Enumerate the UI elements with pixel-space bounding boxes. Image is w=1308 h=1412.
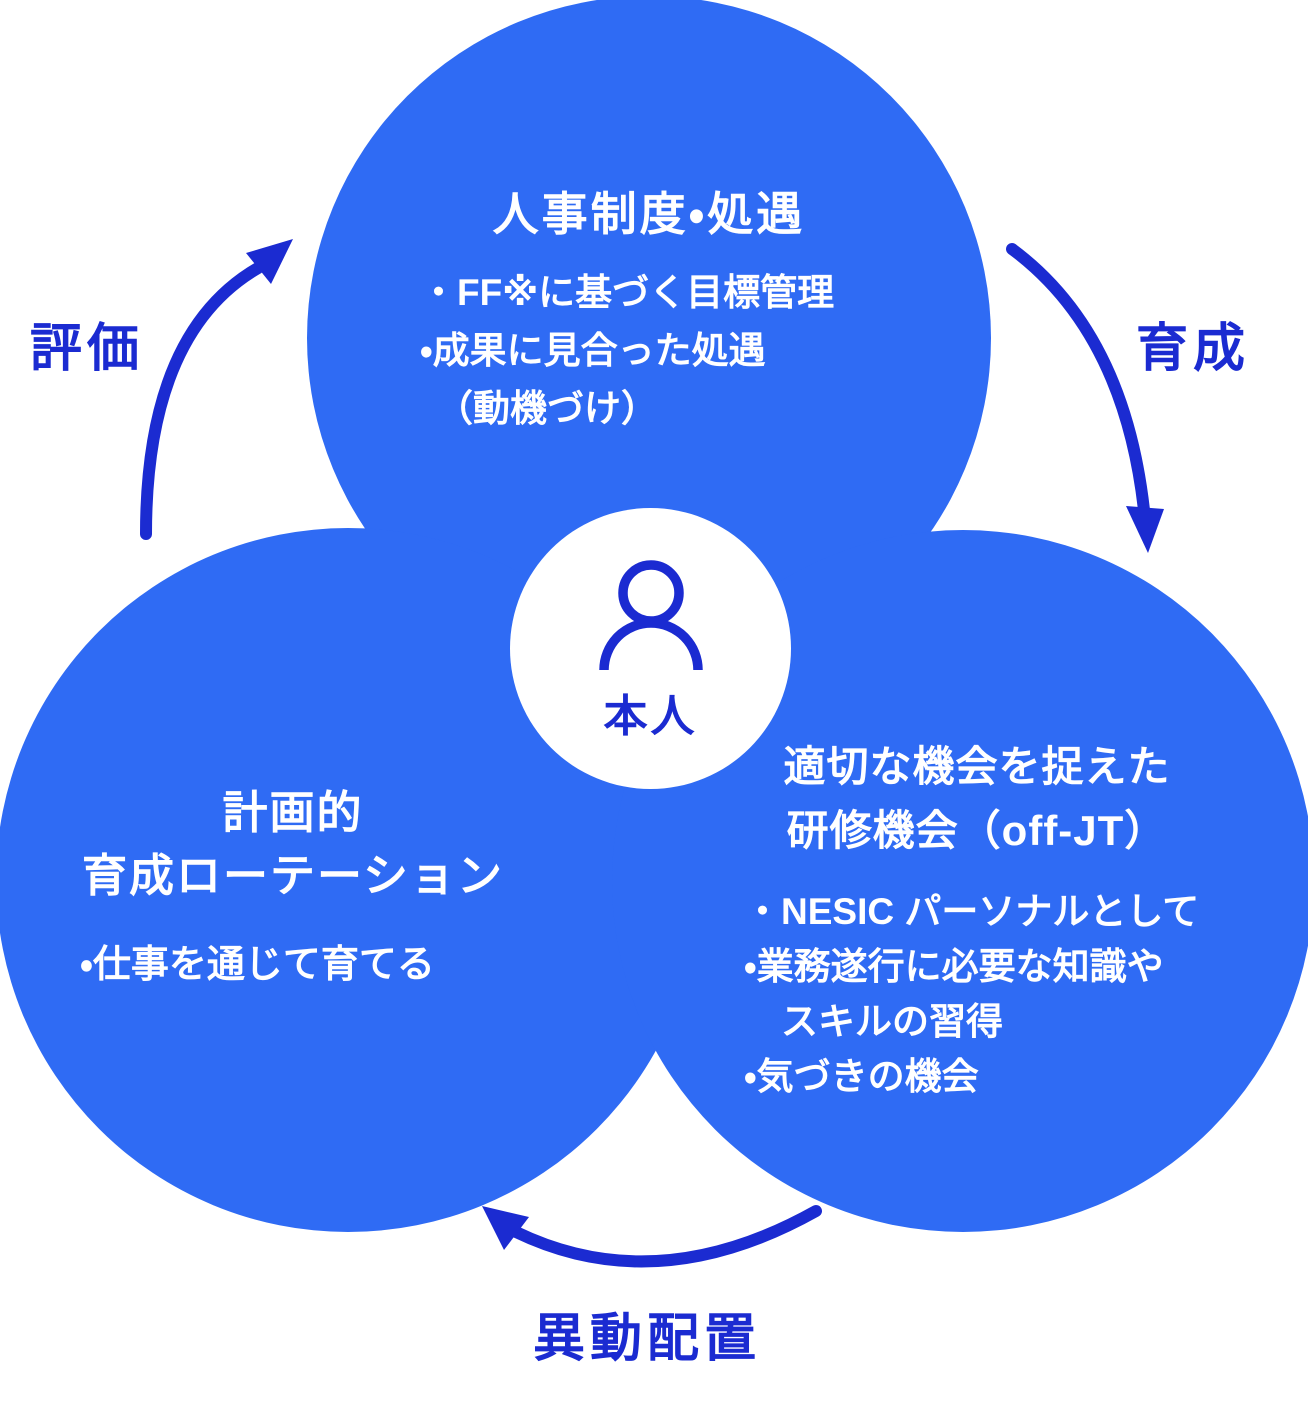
development-arrow [1006, 243, 1150, 516]
title-line: 研修機会（off-JT） [786, 807, 1168, 854]
bullet-line: ・成果に見合った処遇 [420, 330, 766, 371]
transfer-arrow [510, 1205, 822, 1268]
bullet-line: ・FF※に基づく目標管理 [420, 272, 835, 313]
title-line: 計画的 [222, 787, 364, 838]
title-line: 適切な機会を捉えた [783, 743, 1171, 790]
bullet-line: ・気づきの機会 [744, 1056, 979, 1097]
transfer-label: 異動配置 [533, 1310, 762, 1368]
bullet-line: ・仕事を通じて育てる [80, 944, 435, 986]
development-arrow-head [1126, 506, 1164, 553]
right-circle-bullets: ・NESIC パーソナルとして ・業務遂行に必要な知識や スキルの習得 ・気づき… [744, 884, 1199, 1104]
right-circle-title: 適切な機会を捉えた 研修機会（off-JT） [732, 735, 1222, 863]
left-circle-bullets: ・仕事を通じて育てる [80, 936, 435, 994]
top-circle-title: 人事制度・処遇 [492, 188, 806, 240]
bullet-line: スキルの習得 [781, 1001, 1003, 1042]
person-icon [598, 560, 703, 671]
evaluation-label: 評価 [30, 320, 145, 378]
evaluation-arrow [140, 262, 264, 540]
title-line: 育成ローテーション [81, 850, 505, 901]
left-circle-title: 計画的 育成ローテーション [0, 781, 586, 907]
bullet-line: ・業務遂行に必要な知識や [744, 946, 1164, 987]
bullet-line: ・NESIC パーソナルとして [744, 891, 1200, 932]
transfer-arrow-head [482, 1206, 529, 1250]
center-person-badge: 本人 [510, 508, 791, 789]
bullet-line: （動機づけ） [436, 388, 658, 429]
center-label: 本人 [603, 692, 698, 741]
development-label: 育成 [1136, 320, 1251, 378]
evaluation-arrow-head [246, 239, 293, 284]
top-circle-bullets: ・FF※に基づく目標管理 ・成果に見合った処遇 （動機づけ） [420, 264, 834, 438]
